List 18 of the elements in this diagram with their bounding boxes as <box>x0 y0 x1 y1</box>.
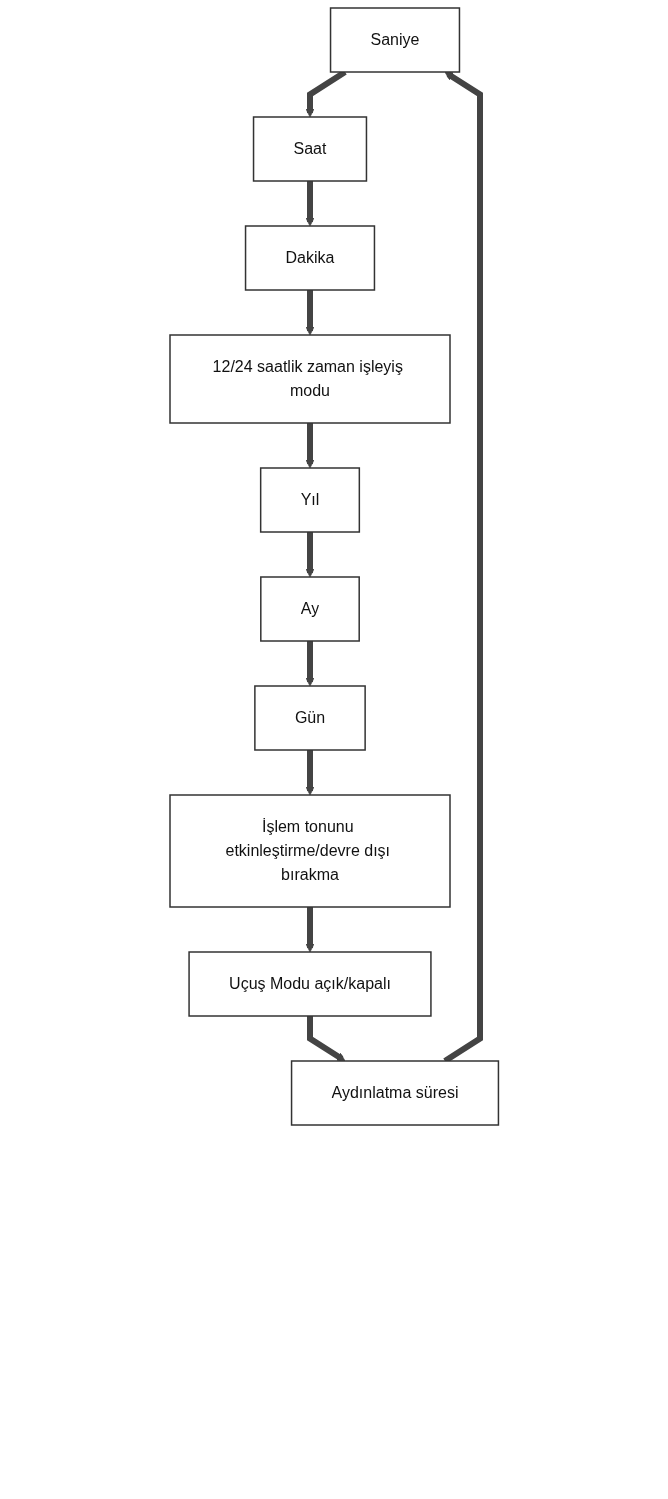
arrow <box>305 423 315 469</box>
arrow <box>305 290 315 336</box>
arrow <box>305 750 315 796</box>
arrow <box>305 641 315 687</box>
node-box: Ay <box>259 576 360 642</box>
arrow <box>306 1016 346 1062</box>
node-box: Dakika <box>244 225 375 291</box>
node-box: Gün <box>253 685 366 751</box>
node-box: 12/24 saatlik zaman işleyiş modu <box>169 334 451 424</box>
node-box: İşlem tonunu etkinleştirme/devre dışı bırakma <box>169 794 451 908</box>
node-box: Saat <box>252 116 367 182</box>
arrow <box>305 532 315 578</box>
arrow <box>305 907 315 953</box>
node-box: Aydınlatma süresi <box>290 1060 499 1126</box>
node-box: Saniye <box>329 7 460 73</box>
arrow <box>305 181 315 227</box>
node-box: Uçuş Modu açık/kapalı <box>188 951 432 1017</box>
node-box: Yıl <box>259 467 360 533</box>
